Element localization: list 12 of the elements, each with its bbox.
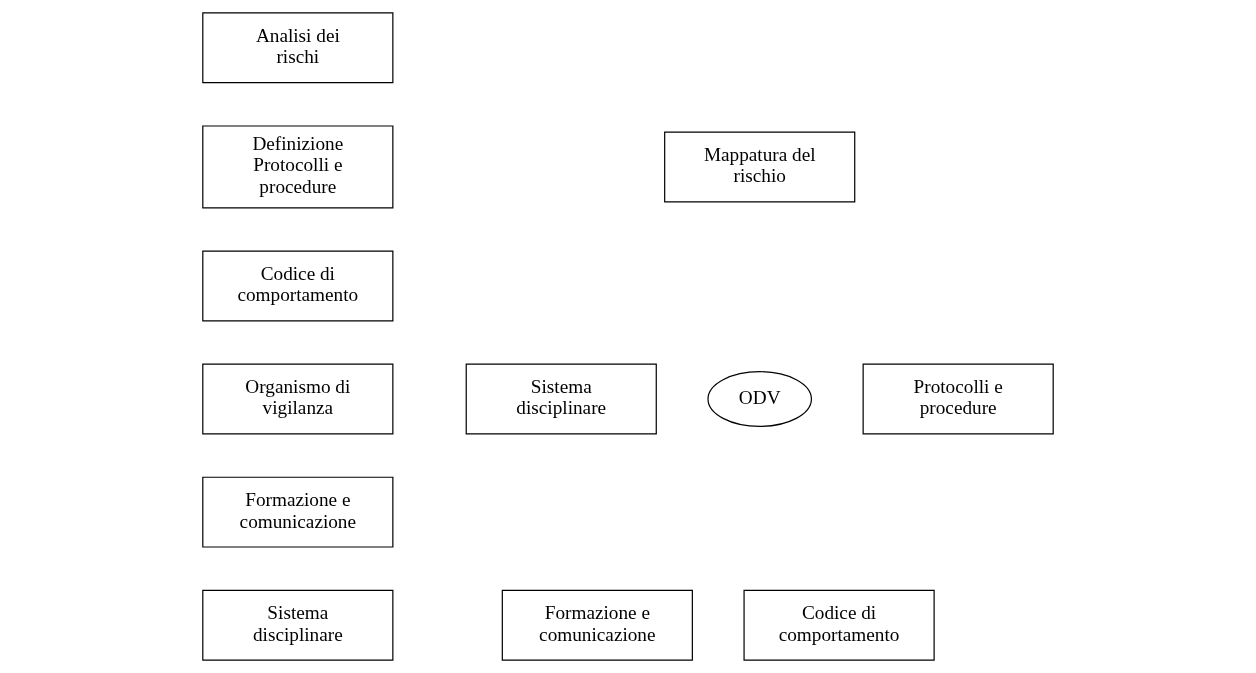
node-box: Formazione e comunicazione xyxy=(202,476,394,548)
node-box: Protocolli e procedure xyxy=(862,363,1054,435)
node-box: Mappatura del rischio xyxy=(664,131,856,203)
node-box: Formazione e comunicazione xyxy=(501,589,693,661)
node-box: Codice di comportamento xyxy=(743,589,935,661)
node-box: Sistema disciplinare xyxy=(465,363,657,435)
node-box: Codice di comportamento xyxy=(202,250,394,322)
node-box: Organismo di vigilanza xyxy=(202,363,394,435)
node-ellipse: ODV xyxy=(707,371,813,428)
node-box: Analisi dei rischi xyxy=(202,12,394,84)
node-box: Definizione Protocolli e procedure xyxy=(202,125,394,209)
node-box: Sistema disciplinare xyxy=(202,589,394,661)
